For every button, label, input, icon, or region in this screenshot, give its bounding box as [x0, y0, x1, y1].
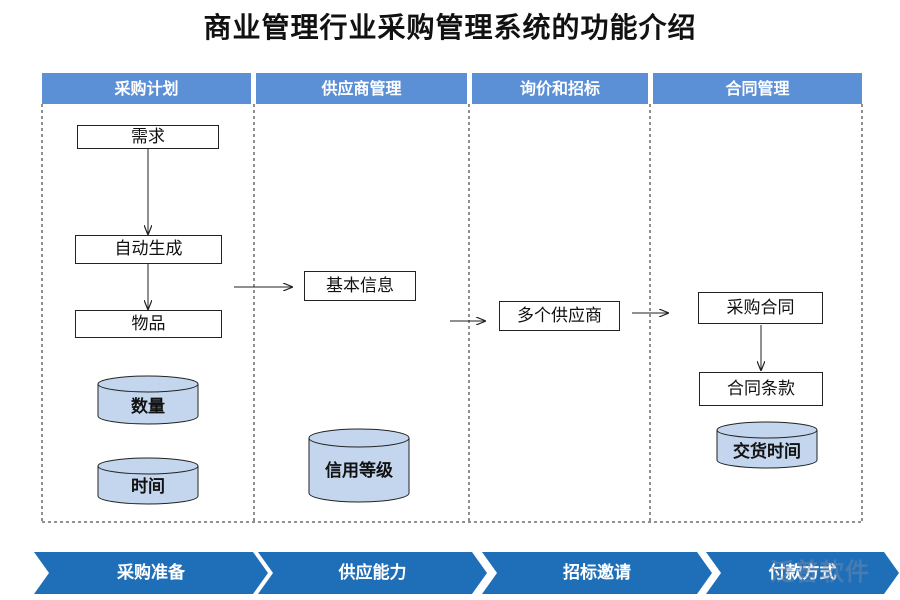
cylinder-credit-rating	[308, 428, 410, 503]
box-contract-terms: 合同条款	[699, 372, 823, 406]
stage-label-1: 采购准备	[117, 563, 185, 583]
store-label-credit-rating: 信用等级	[325, 461, 393, 481]
box-demand: 需求	[77, 125, 219, 149]
store-label-delivery-time: 交货时间	[733, 442, 801, 462]
stage-arrow-4	[706, 552, 899, 594]
column-header-contract: 合同管理	[653, 73, 862, 104]
cylinder-delivery-time	[716, 421, 818, 469]
store-label-quantity: 数量	[131, 397, 165, 417]
stage-label-2: 供应能力	[338, 563, 407, 583]
store-label-time: 时间	[131, 477, 165, 497]
swimlane-borders	[41, 104, 863, 523]
page-title: 商业管理行业采购管理系统的功能介绍	[203, 11, 697, 44]
box-multiple-suppliers: 多个供应商	[499, 301, 620, 331]
stage-arrow-3	[482, 552, 712, 594]
stage-label-3: 招标邀请	[563, 563, 631, 583]
box-items: 物品	[75, 310, 222, 338]
column-header-plan: 采购计划	[42, 73, 251, 104]
column-header-inquiry: 询价和招标	[472, 73, 648, 104]
box-basic-info: 基本信息	[304, 271, 416, 301]
cylinder-quantity	[97, 375, 199, 425]
stage-label-4: 付款方式	[768, 563, 837, 583]
box-purchase-contract: 采购合同	[698, 292, 823, 324]
column-header-supplier: 供应商管理	[256, 73, 467, 104]
watermark-logo: 泛普软件	[770, 558, 870, 586]
box-auto-generate: 自动生成	[75, 235, 222, 264]
stage-arrows	[34, 552, 899, 594]
stage-arrow-2	[258, 552, 487, 594]
cylinder-time	[97, 457, 199, 505]
stage-arrow-1	[34, 552, 268, 594]
